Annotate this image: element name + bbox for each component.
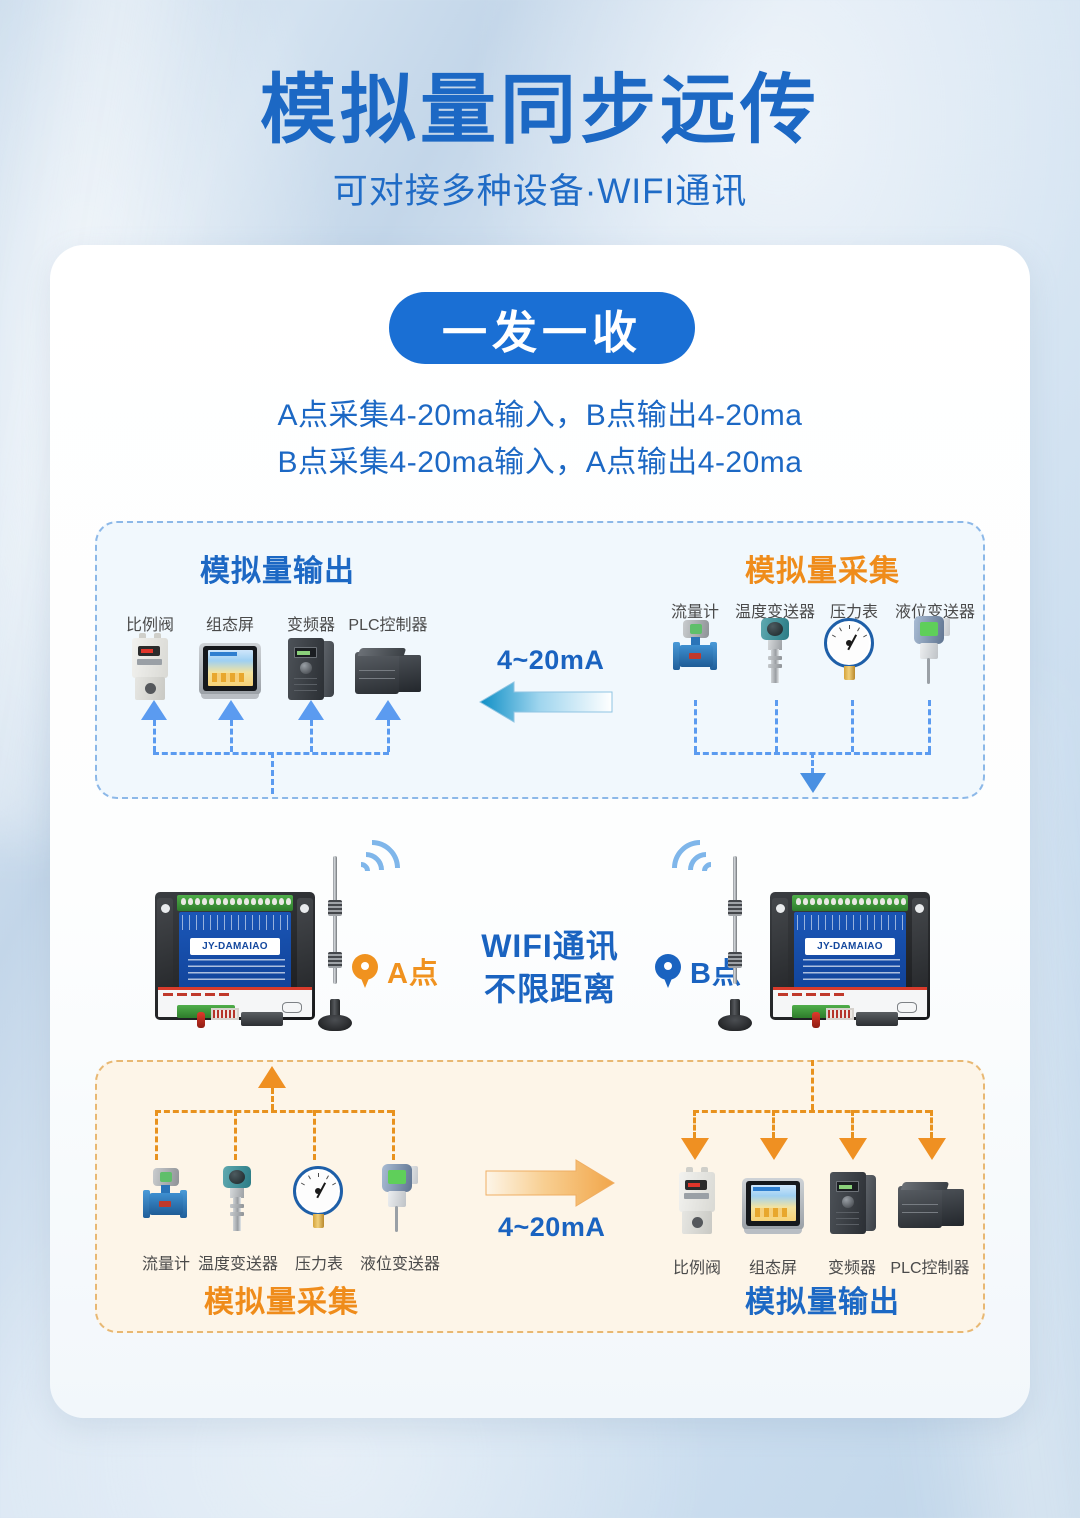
bottom-device-proportional-valve xyxy=(675,1167,719,1234)
top-right-down-arrow xyxy=(800,773,826,793)
bottom-left-stem-3 xyxy=(392,1110,395,1160)
bottom-left-bus xyxy=(155,1110,393,1113)
bottom-right-stem-3 xyxy=(930,1110,933,1138)
top-left-arrow-2 xyxy=(298,700,324,720)
map-pin-icon-a xyxy=(352,954,378,988)
bottom-right-trunk xyxy=(811,1060,814,1110)
top-left-stem-1 xyxy=(230,720,233,752)
top-left-arrow-0 xyxy=(141,700,167,720)
bottom-left-up-arrow xyxy=(258,1066,286,1088)
top-input-device-label-2: 压力表 xyxy=(829,604,878,621)
bottom-device-pressure-gauge xyxy=(293,1166,345,1228)
bottom-output-device-label-2: 变频器 xyxy=(827,1260,876,1277)
page-subtitle: 可对接多种设备·WIFI通讯 xyxy=(332,172,748,211)
top-input-device-label-1: 温度变送器 xyxy=(734,604,815,621)
top-output-device-label-2: 变频器 xyxy=(286,617,335,634)
top-device-level-transmitter xyxy=(908,616,952,684)
top-device-flowmeter xyxy=(671,620,719,682)
bottom-signal-label: 4~20mA xyxy=(498,1212,606,1242)
bottom-right-arrow-3 xyxy=(918,1138,946,1160)
antenna-b xyxy=(718,856,752,1031)
mode-badge-label: 一发一收 xyxy=(441,306,642,358)
controller-a-model-label: JY-DAMAIAO xyxy=(202,941,268,952)
top-output-device-label-3: PLC控制器 xyxy=(348,617,428,634)
bottom-output-device-label-1: 组态屏 xyxy=(748,1260,797,1277)
top-left-arrow-1 xyxy=(218,700,244,720)
bottom-left-stem-1 xyxy=(234,1110,237,1160)
top-signal-arrow-icon xyxy=(479,681,613,723)
bottom-device-level-transmitter xyxy=(376,1164,420,1232)
bottom-right-arrow-0 xyxy=(681,1138,709,1160)
bottom-device-hmi-screen xyxy=(742,1178,804,1234)
controller-board-b: JY-DAMAIAO xyxy=(770,892,930,1028)
bottom-input-device-label-2: 压力表 xyxy=(294,1256,343,1273)
top-device-proportional-valve xyxy=(128,633,172,700)
bottom-left-section-title: 模拟量采集 xyxy=(204,1286,359,1319)
top-device-pressure-gauge xyxy=(824,618,876,680)
location-marker-b: B点 xyxy=(655,950,742,992)
top-left-arrow-3 xyxy=(375,700,401,720)
antenna-a xyxy=(318,856,352,1031)
top-left-stem-0 xyxy=(153,720,156,752)
bottom-right-arrow-2 xyxy=(839,1138,867,1160)
top-left-stem-2 xyxy=(310,720,313,752)
bottom-output-device-label-3: PLC控制器 xyxy=(890,1260,970,1277)
bottom-input-device-label-3: 液位变送器 xyxy=(359,1256,440,1273)
top-output-device-label-0: 比例阀 xyxy=(125,617,174,634)
top-left-section-title: 模拟量输出 xyxy=(200,555,355,588)
bottom-device-temperature-transmitter xyxy=(217,1166,257,1232)
bottom-input-device-label-1: 温度变送器 xyxy=(197,1256,278,1273)
controller-b-model-label: JY-DAMAIAO xyxy=(817,941,883,952)
bottom-device-flowmeter xyxy=(141,1168,189,1230)
bottom-signal-arrow-icon xyxy=(485,1159,615,1207)
top-right-stem-0 xyxy=(694,700,697,752)
description-line-1: A点采集4-20ma输入，B点输出4-20ma xyxy=(277,399,803,432)
bottom-right-bus xyxy=(693,1110,931,1113)
top-right-stem-2 xyxy=(851,700,854,752)
bottom-left-stem-2 xyxy=(313,1110,316,1160)
top-device-vfd-inverter xyxy=(288,638,334,700)
top-device-temperature-transmitter xyxy=(755,618,795,684)
mode-badge: 一发一收 xyxy=(389,292,695,364)
location-marker-a: A点 xyxy=(352,950,439,992)
top-right-stem-3 xyxy=(928,700,931,752)
wifi-communication-text: WIFI通讯 不限距离 xyxy=(460,925,640,1011)
top-left-stem-3 xyxy=(387,720,390,752)
wifi-text-line-2: 不限距离 xyxy=(483,971,616,1008)
description-line-2: B点采集4-20ma输入，A点输出4-20ma xyxy=(277,446,803,479)
controller-board-a: JY-DAMAIAO xyxy=(155,892,315,1028)
bottom-right-stem-0 xyxy=(693,1110,696,1138)
top-device-hmi-screen xyxy=(199,643,261,699)
bottom-left-trunk xyxy=(271,1088,274,1110)
location-label-a: A点 xyxy=(387,958,439,990)
wifi-text-line-1: WIFI通讯 xyxy=(481,928,619,964)
bottom-right-stem-1 xyxy=(772,1110,775,1138)
top-output-device-label-1: 组态屏 xyxy=(205,617,254,634)
bottom-input-device-label-0: 流量计 xyxy=(141,1256,190,1273)
bottom-left-stem-0 xyxy=(155,1110,158,1160)
top-signal-label: 4~20mA xyxy=(497,645,605,675)
top-right-trunk xyxy=(811,752,814,774)
map-pin-icon-b xyxy=(655,954,681,988)
top-left-trunk xyxy=(271,752,274,794)
bottom-device-vfd-inverter xyxy=(830,1172,876,1234)
top-device-plc-controller xyxy=(355,648,421,696)
top-right-stem-1 xyxy=(775,700,778,752)
bottom-right-arrow-1 xyxy=(760,1138,788,1160)
bottom-right-section-title: 模拟量输出 xyxy=(745,1286,900,1319)
bottom-right-stem-2 xyxy=(851,1110,854,1138)
top-right-section-title: 模拟量采集 xyxy=(745,555,900,588)
bottom-output-device-label-0: 比例阀 xyxy=(672,1260,721,1277)
bottom-device-plc-controller xyxy=(898,1182,964,1230)
top-input-device-label-0: 流量计 xyxy=(670,604,719,621)
page-title: 模拟量同步远传 xyxy=(260,68,820,153)
